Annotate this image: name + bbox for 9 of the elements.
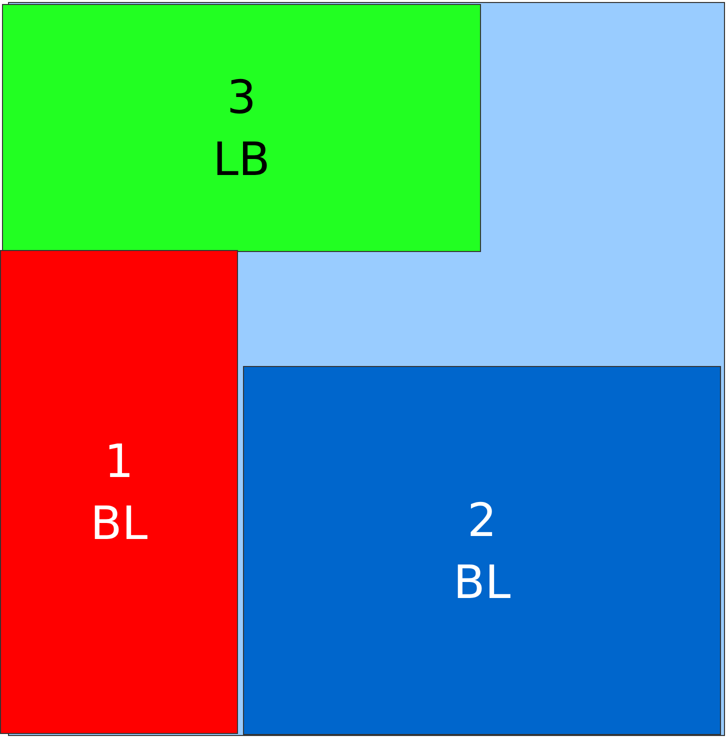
panel-number: 2 — [467, 492, 497, 548]
left-panel — [0, 250, 238, 734]
right-panel — [243, 366, 721, 735]
panel-label: BL — [453, 554, 511, 610]
top-panel — [2, 4, 481, 252]
panel-label: LB — [212, 131, 270, 188]
panel-number: 3 — [226, 69, 256, 126]
panel-number: 1 — [104, 433, 134, 490]
panel-label: BL — [90, 495, 148, 552]
